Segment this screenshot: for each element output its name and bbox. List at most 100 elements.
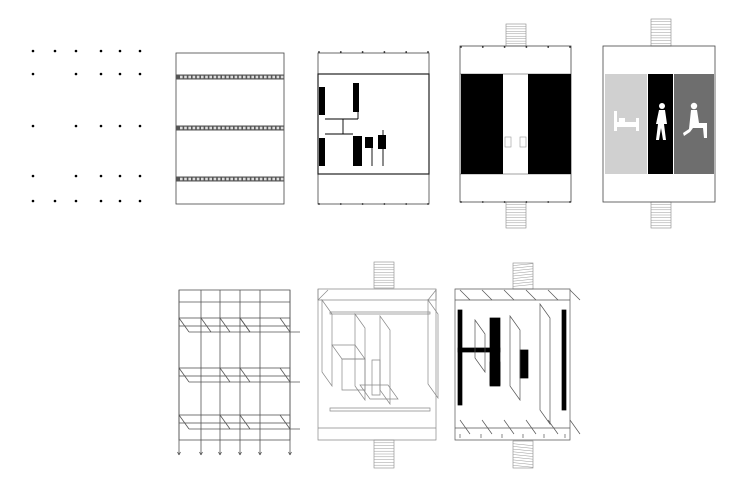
beam-perforation — [226, 75, 229, 79]
partition — [341, 358, 366, 391]
grid-point — [138, 174, 142, 178]
tie-diagonal — [569, 419, 581, 435]
grid-point — [118, 124, 122, 128]
grid-tick — [547, 46, 550, 48]
partition-wall — [353, 136, 362, 166]
stair-tread — [512, 443, 534, 446]
plan-outline — [602, 45, 716, 203]
plan-outline — [317, 52, 430, 205]
grid-point — [74, 72, 78, 76]
beam-perforation — [192, 177, 196, 181]
stair-tread — [512, 459, 534, 463]
beam-perforation — [268, 75, 271, 79]
column-arrow — [289, 451, 292, 456]
partition-lines — [325, 112, 384, 166]
grid-tick — [318, 51, 320, 53]
solid-mass-left — [461, 74, 503, 174]
grid-point — [138, 72, 142, 76]
frame-beam — [178, 414, 291, 424]
stair-tread — [512, 263, 534, 266]
stair-tread — [512, 454, 534, 457]
grid-point — [99, 124, 103, 128]
beam-perforation — [234, 75, 238, 79]
beam-perforation — [180, 126, 183, 130]
tie-diagonal — [481, 289, 493, 301]
axonometric-frame-panel — [177, 289, 300, 456]
column-arrow — [239, 451, 242, 456]
beam-perforation — [213, 177, 217, 181]
beam-perforation — [201, 177, 204, 181]
beam-perforation — [180, 177, 183, 181]
grid-tick — [460, 201, 462, 203]
stair-tread — [512, 456, 534, 460]
beam-perforation — [259, 177, 263, 181]
solid-wall — [561, 309, 567, 411]
grid-point — [53, 49, 57, 53]
frame-diagonal — [239, 414, 251, 430]
grid-tick — [339, 203, 342, 205]
beam-perforation — [259, 75, 263, 79]
grid-point — [74, 124, 78, 128]
beam-perforation — [217, 75, 221, 79]
column-arrow — [177, 451, 180, 456]
partition — [359, 384, 399, 400]
grid-tick — [460, 46, 462, 48]
beam-perforation — [184, 177, 187, 181]
partition — [371, 359, 381, 396]
partition-plan-panel — [317, 51, 430, 205]
grid-tick — [339, 51, 342, 53]
wall-outline — [474, 318, 486, 374]
grid-tick — [503, 46, 506, 48]
column-arrow — [259, 451, 262, 456]
beam-perforation — [209, 177, 212, 181]
tie-diagonal — [481, 419, 493, 435]
stair-tread — [512, 465, 534, 468]
stair-tread — [512, 451, 534, 455]
beam-perforation — [184, 75, 187, 79]
tie-diagonal — [547, 289, 559, 301]
beam-perforation — [226, 126, 229, 130]
wall-outline — [509, 314, 521, 402]
beam-perforation — [205, 75, 208, 79]
beam-perforation — [209, 75, 212, 79]
partition — [331, 344, 366, 360]
grid-tick — [569, 46, 571, 48]
column-arrow — [258, 451, 261, 456]
beam-perforation — [201, 126, 204, 130]
program-zones-panel — [602, 18, 716, 229]
beam-perforation — [276, 75, 280, 79]
slab-edge — [317, 289, 437, 301]
beam-perforation — [251, 75, 254, 79]
door-opening — [504, 136, 512, 148]
grid-tick — [383, 51, 386, 53]
tie-diagonal — [503, 419, 515, 435]
tie-diagonal — [525, 289, 537, 301]
partition — [379, 314, 391, 406]
structural-beam — [176, 176, 284, 182]
beam-perforation — [243, 177, 246, 181]
stair-outline — [512, 262, 534, 290]
stair-tread — [512, 278, 534, 282]
column-arrow — [238, 451, 241, 456]
beam-perforation — [272, 177, 275, 181]
beam-perforation — [188, 75, 191, 79]
column-arrow — [199, 451, 202, 456]
column-arrow — [200, 451, 203, 456]
grid-point — [31, 124, 35, 128]
frame-diagonal — [178, 414, 190, 430]
partition-wall — [353, 83, 359, 112]
grid-tick — [481, 46, 484, 48]
solid-wall — [457, 309, 463, 406]
grid-point — [99, 174, 103, 178]
structure-beams-panel — [175, 52, 285, 205]
beam-perforation — [255, 75, 259, 79]
axonometric-partitions-panel — [317, 261, 439, 469]
beam-perforation — [238, 75, 242, 79]
slab-outline — [317, 288, 437, 441]
beam-perforation — [222, 177, 225, 181]
beam-perforation — [188, 177, 191, 181]
beam-perforation — [238, 177, 242, 181]
column-arrow — [219, 451, 222, 456]
stair-tread — [512, 265, 534, 269]
